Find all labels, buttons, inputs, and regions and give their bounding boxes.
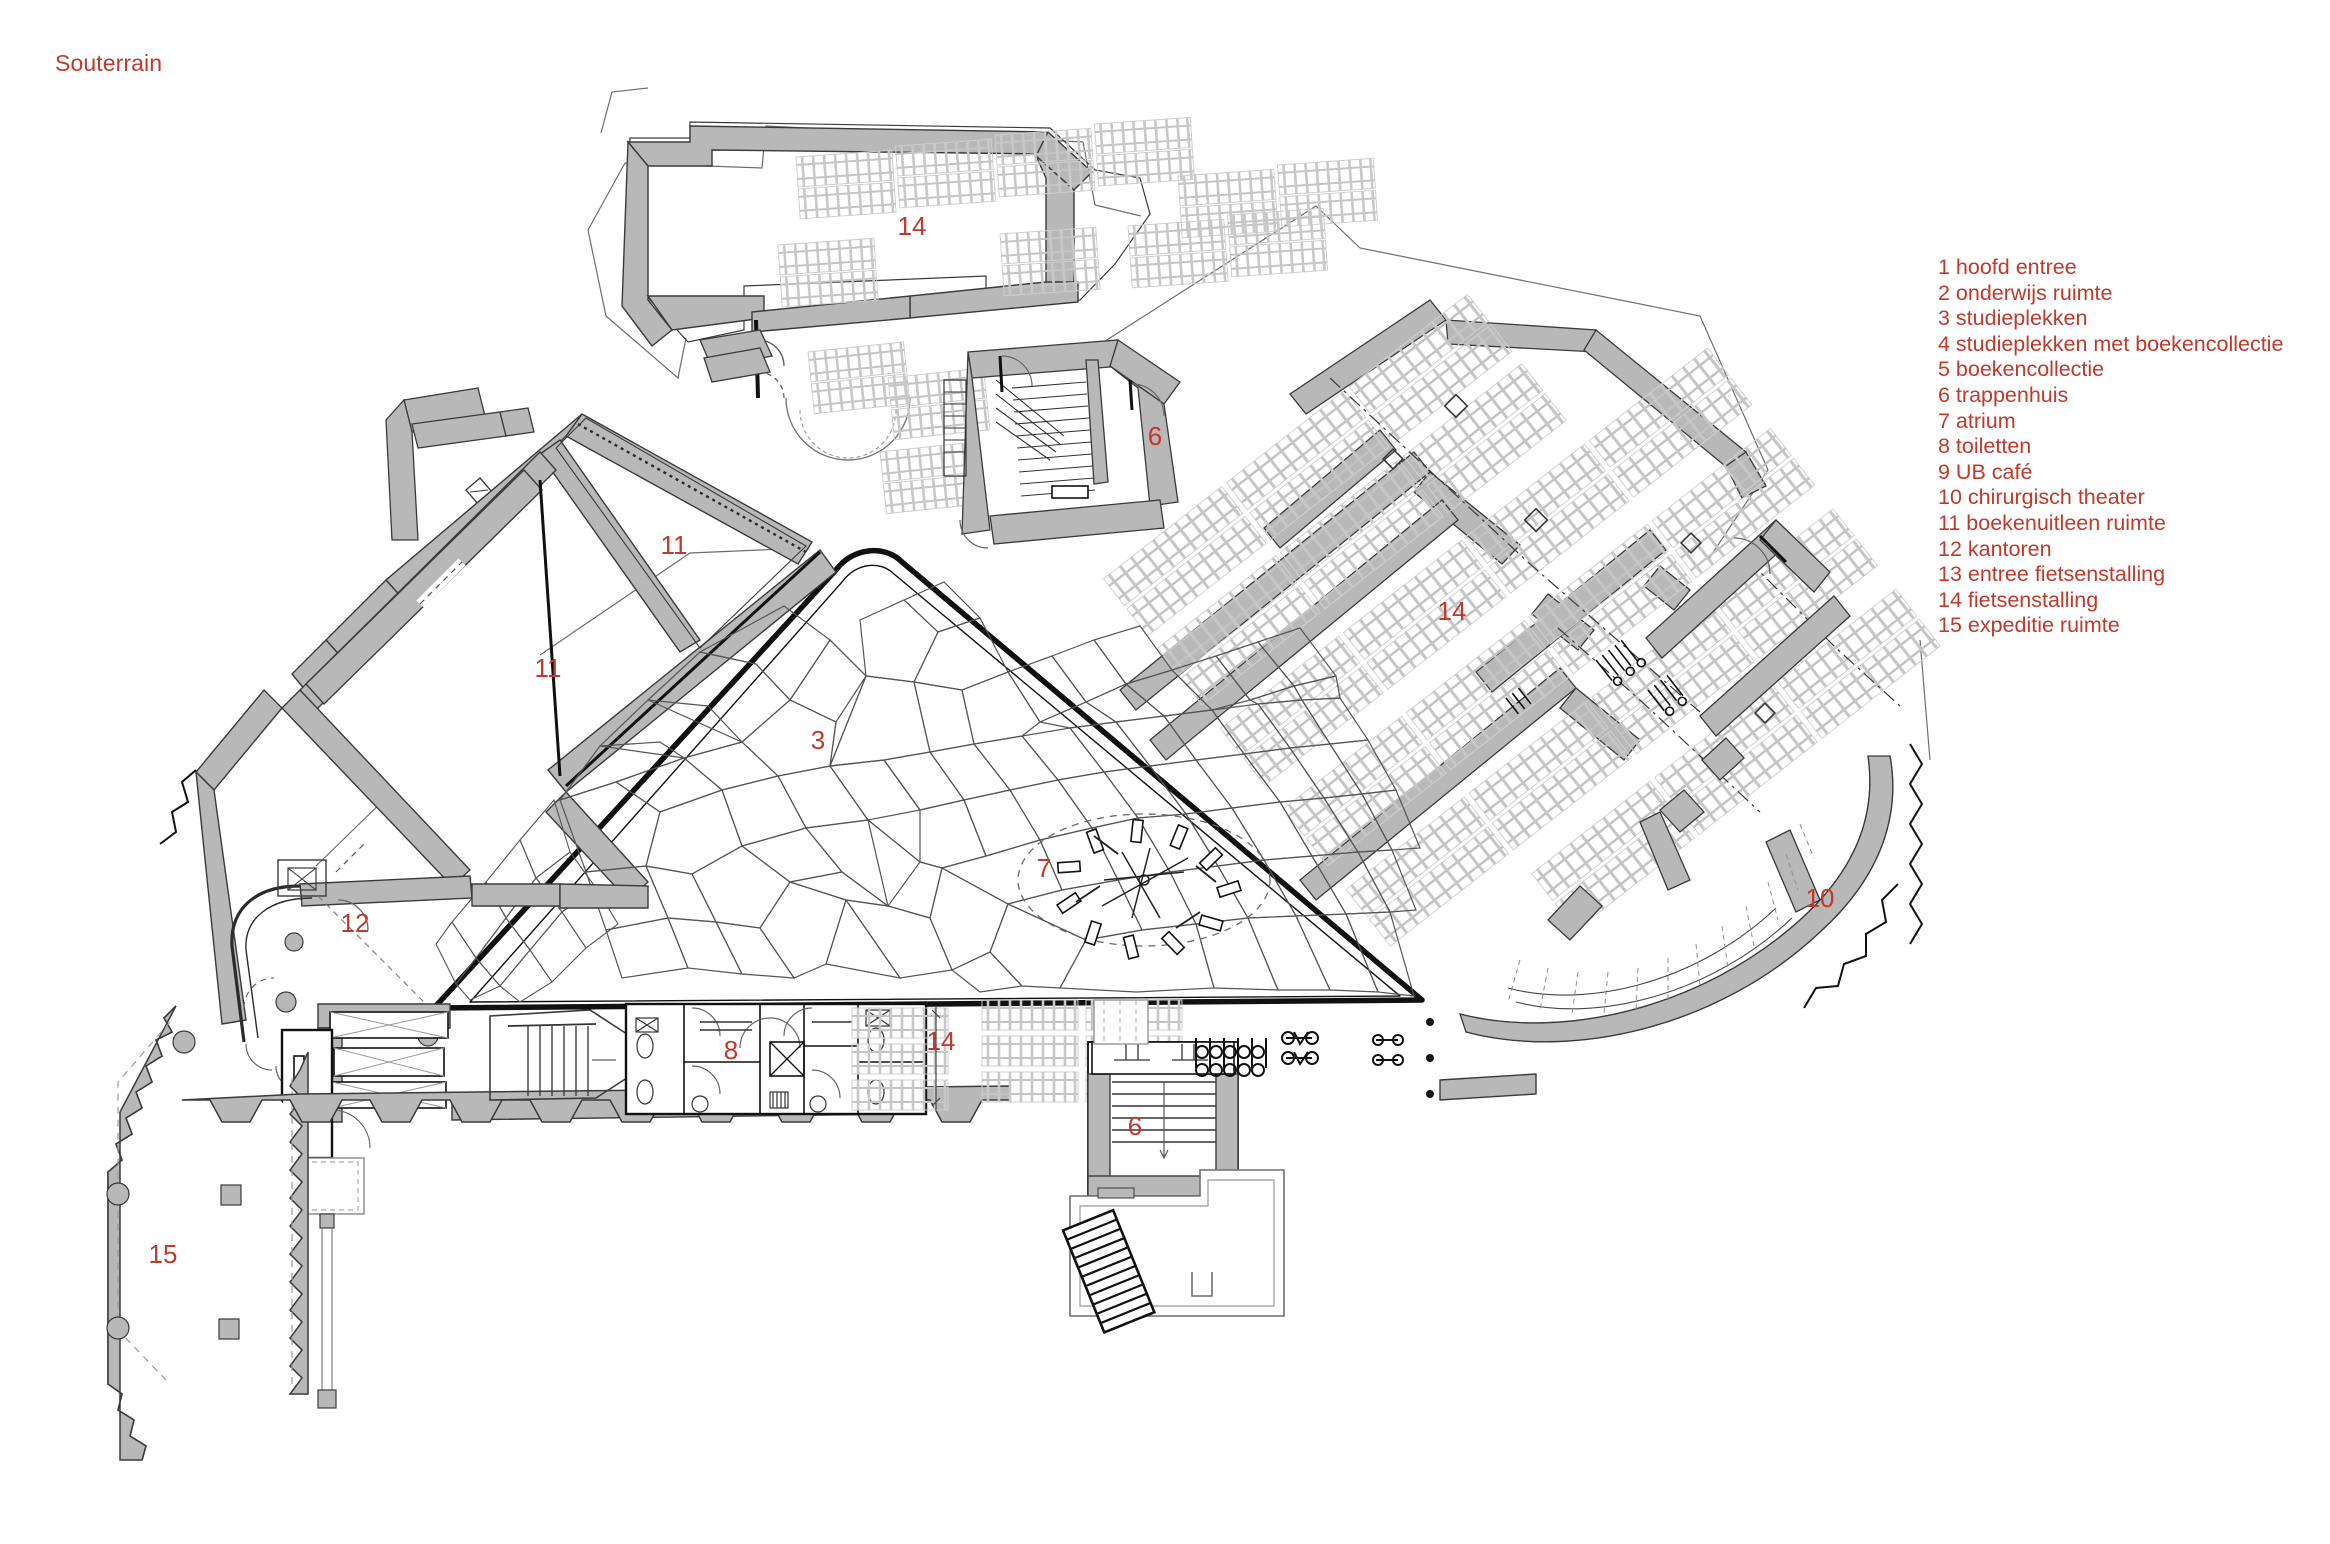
label-14-south: 14 xyxy=(927,1026,956,1056)
surgical-theatre xyxy=(1459,743,1924,1043)
legend-item-7: 7 atrium xyxy=(1938,408,2016,433)
stair-southwest xyxy=(489,1009,631,1101)
legend-item-13: 13 entree fietsenstalling xyxy=(1938,562,2166,587)
legend-item-14: 14 fietsenstalling xyxy=(1938,587,2099,612)
legend-item-1: 1 hoofd entree xyxy=(1938,255,2077,279)
label-6-north: 6 xyxy=(1148,421,1162,451)
legend-item-15: 15 expeditie ruimte xyxy=(1938,613,2120,638)
label-15-expedit: 15 xyxy=(149,1239,178,1269)
label-11-lower: 11 xyxy=(535,653,562,683)
legend-item-11: 11 boekenuitleen ruimte xyxy=(1938,510,2166,535)
atrium-seating-cluster xyxy=(1017,813,1271,960)
legend-item-2: 2 onderwijs ruimte xyxy=(1938,280,2113,305)
room-number-labels: 14 6 11 11 3 14 7 12 10 8 14 6 15 xyxy=(149,211,1835,1269)
legend-item-4: 4 studieplekken met boekencollectie xyxy=(1938,331,2284,356)
bike-wing-east xyxy=(1102,292,1942,948)
page-title: Souterrain xyxy=(55,50,163,76)
legend-item-8: 8 toiletten xyxy=(1938,434,2032,459)
expedition-space xyxy=(80,1005,320,1461)
label-6-south: 6 xyxy=(1128,1111,1142,1141)
south-corridor xyxy=(181,998,1537,1335)
label-14-north: 14 xyxy=(898,211,927,241)
label-3-study: 3 xyxy=(811,725,825,755)
parked-bikes-south xyxy=(1195,1031,1404,1077)
label-7-atrium: 7 xyxy=(1037,853,1051,883)
legend-item-6: 6 trappenhuis xyxy=(1938,382,2069,407)
label-11-upper: 11 xyxy=(661,530,688,560)
toilets-block xyxy=(624,1002,928,1116)
stair-core-south xyxy=(1061,999,1285,1335)
bike-hall-north xyxy=(621,116,1379,399)
label-12-offices: 12 xyxy=(341,908,370,938)
north-west-rooms xyxy=(385,329,992,541)
label-8-toilets: 8 xyxy=(724,1035,738,1065)
legend-item-9: 9 UB café xyxy=(1938,459,2033,484)
label-10-theater: 10 xyxy=(1806,883,1835,913)
legend: 1 hoofd entree 2 onderwijs ruimte 3 stud… xyxy=(1938,255,2283,639)
book-loan-rooms xyxy=(281,413,813,887)
legend-item-10: 10 chirurgisch theater xyxy=(1938,485,2145,510)
legend-item-5: 5 boekencollectie xyxy=(1938,357,2105,382)
legend-item-3: 3 studieplekken xyxy=(1938,306,2088,331)
atrium-and-study xyxy=(431,547,1425,1011)
legend-item-12: 12 kantoren xyxy=(1938,536,2052,561)
east-side-rooms xyxy=(1645,519,1851,781)
label-14-east: 14 xyxy=(1438,596,1467,626)
sawtooth-wall-expedition xyxy=(107,1005,320,1461)
stair-core-north xyxy=(943,338,1181,549)
